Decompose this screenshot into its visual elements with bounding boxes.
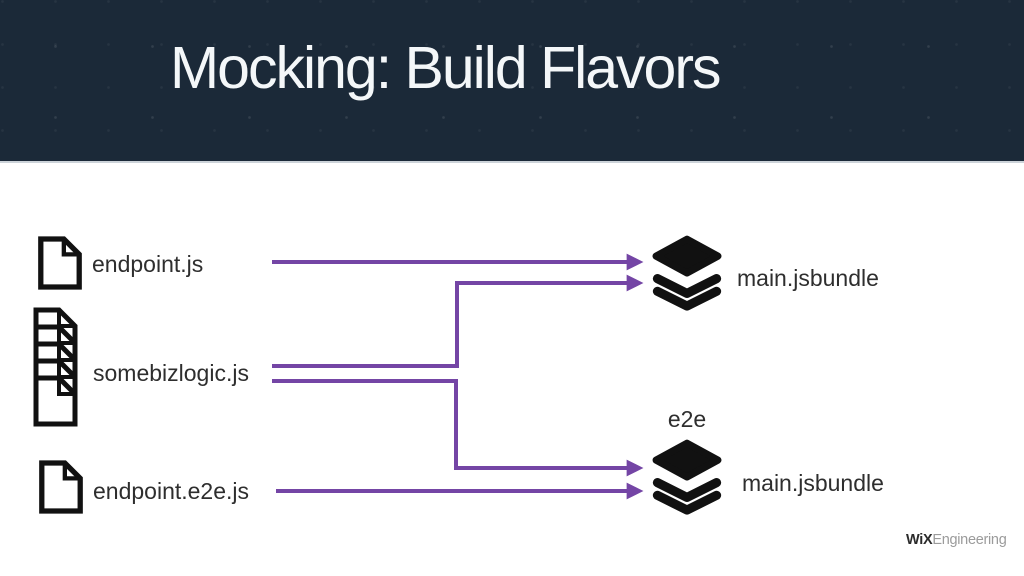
edge-somebizlogic-to-e2e-bundle [272,379,644,477]
source-label-endpoint-e2e: endpoint.e2e.js [93,478,250,504]
file-stack-icon [33,307,78,427]
brand-light-text: Engineering [932,532,1007,548]
file-icon [39,460,83,514]
slide-header: Mocking: Build Flavors [0,0,1024,163]
layers-icon [652,439,722,515]
e2e-flavor-badge: e2e [667,406,707,432]
source-label-endpoint: endpoint.js [92,251,204,277]
target-label-main-bundle: main.jsbundle [737,265,879,291]
source-label-somebizlogic: somebizlogic.js [93,360,249,386]
layers-icon [652,235,722,311]
brand-bold-text: WiX [906,532,933,548]
wix-engineering-logo: WiXEngineering [906,532,1007,548]
slide-title: Mocking: Build Flavors [170,35,721,101]
edge-somebizlogic-to-main [272,274,644,368]
target-label-e2e-bundle: main.jsbundle [742,470,884,496]
file-icon [38,236,82,290]
